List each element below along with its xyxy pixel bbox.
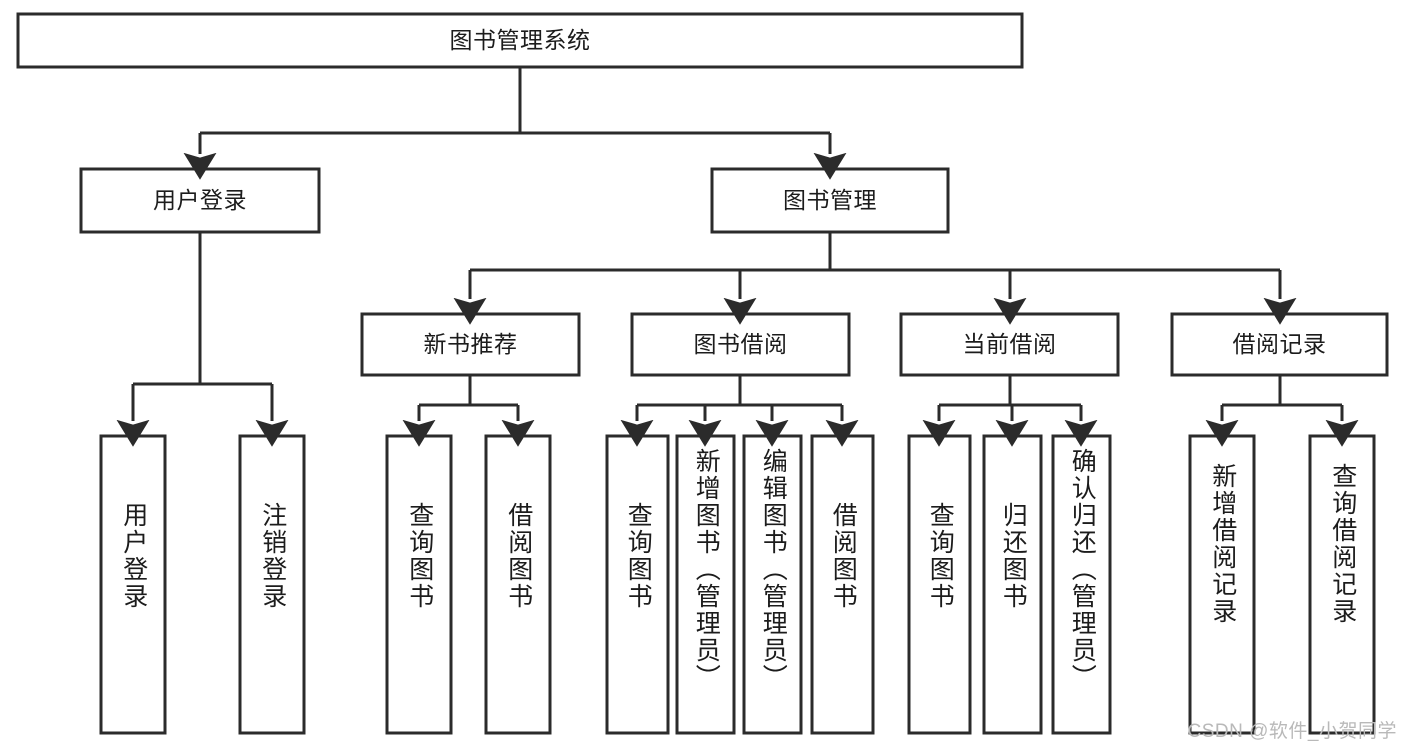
watermark-text: CSDN @软件_小贺同学 — [1187, 721, 1397, 742]
box-leaf-confirm-return-admin[interactable] — [1051, 434, 1112, 735]
box-leaf-add-book-admin[interactable] — [675, 434, 736, 735]
box-leaf-add-borrow-record[interactable] — [1188, 434, 1256, 735]
box-user-login[interactable] — [79, 167, 321, 234]
box-leaf-borrow-book[interactable] — [810, 434, 875, 735]
box-book-borrow[interactable] — [630, 312, 851, 377]
box-leaf-query-book-recommend[interactable] — [385, 434, 453, 735]
box-new-book-recommend[interactable] — [360, 312, 581, 377]
box-leaf-query-book-current[interactable] — [907, 434, 972, 735]
box-root-system[interactable] — [16, 12, 1024, 69]
box-leaf-return-book[interactable] — [982, 434, 1043, 735]
box-current-borrow[interactable] — [899, 312, 1120, 377]
box-leaf-edit-book-admin[interactable] — [742, 434, 803, 735]
box-borrow-record[interactable] — [1170, 312, 1389, 377]
box-leaf-query-book-borrow[interactable] — [605, 434, 670, 735]
box-book-management[interactable] — [710, 167, 950, 234]
box-leaf-logout-login[interactable] — [238, 434, 306, 735]
box-leaf-borrow-book-recommend[interactable] — [484, 434, 552, 735]
box-leaf-user-login[interactable] — [99, 434, 167, 735]
box-leaf-query-borrow-record[interactable] — [1308, 434, 1376, 735]
